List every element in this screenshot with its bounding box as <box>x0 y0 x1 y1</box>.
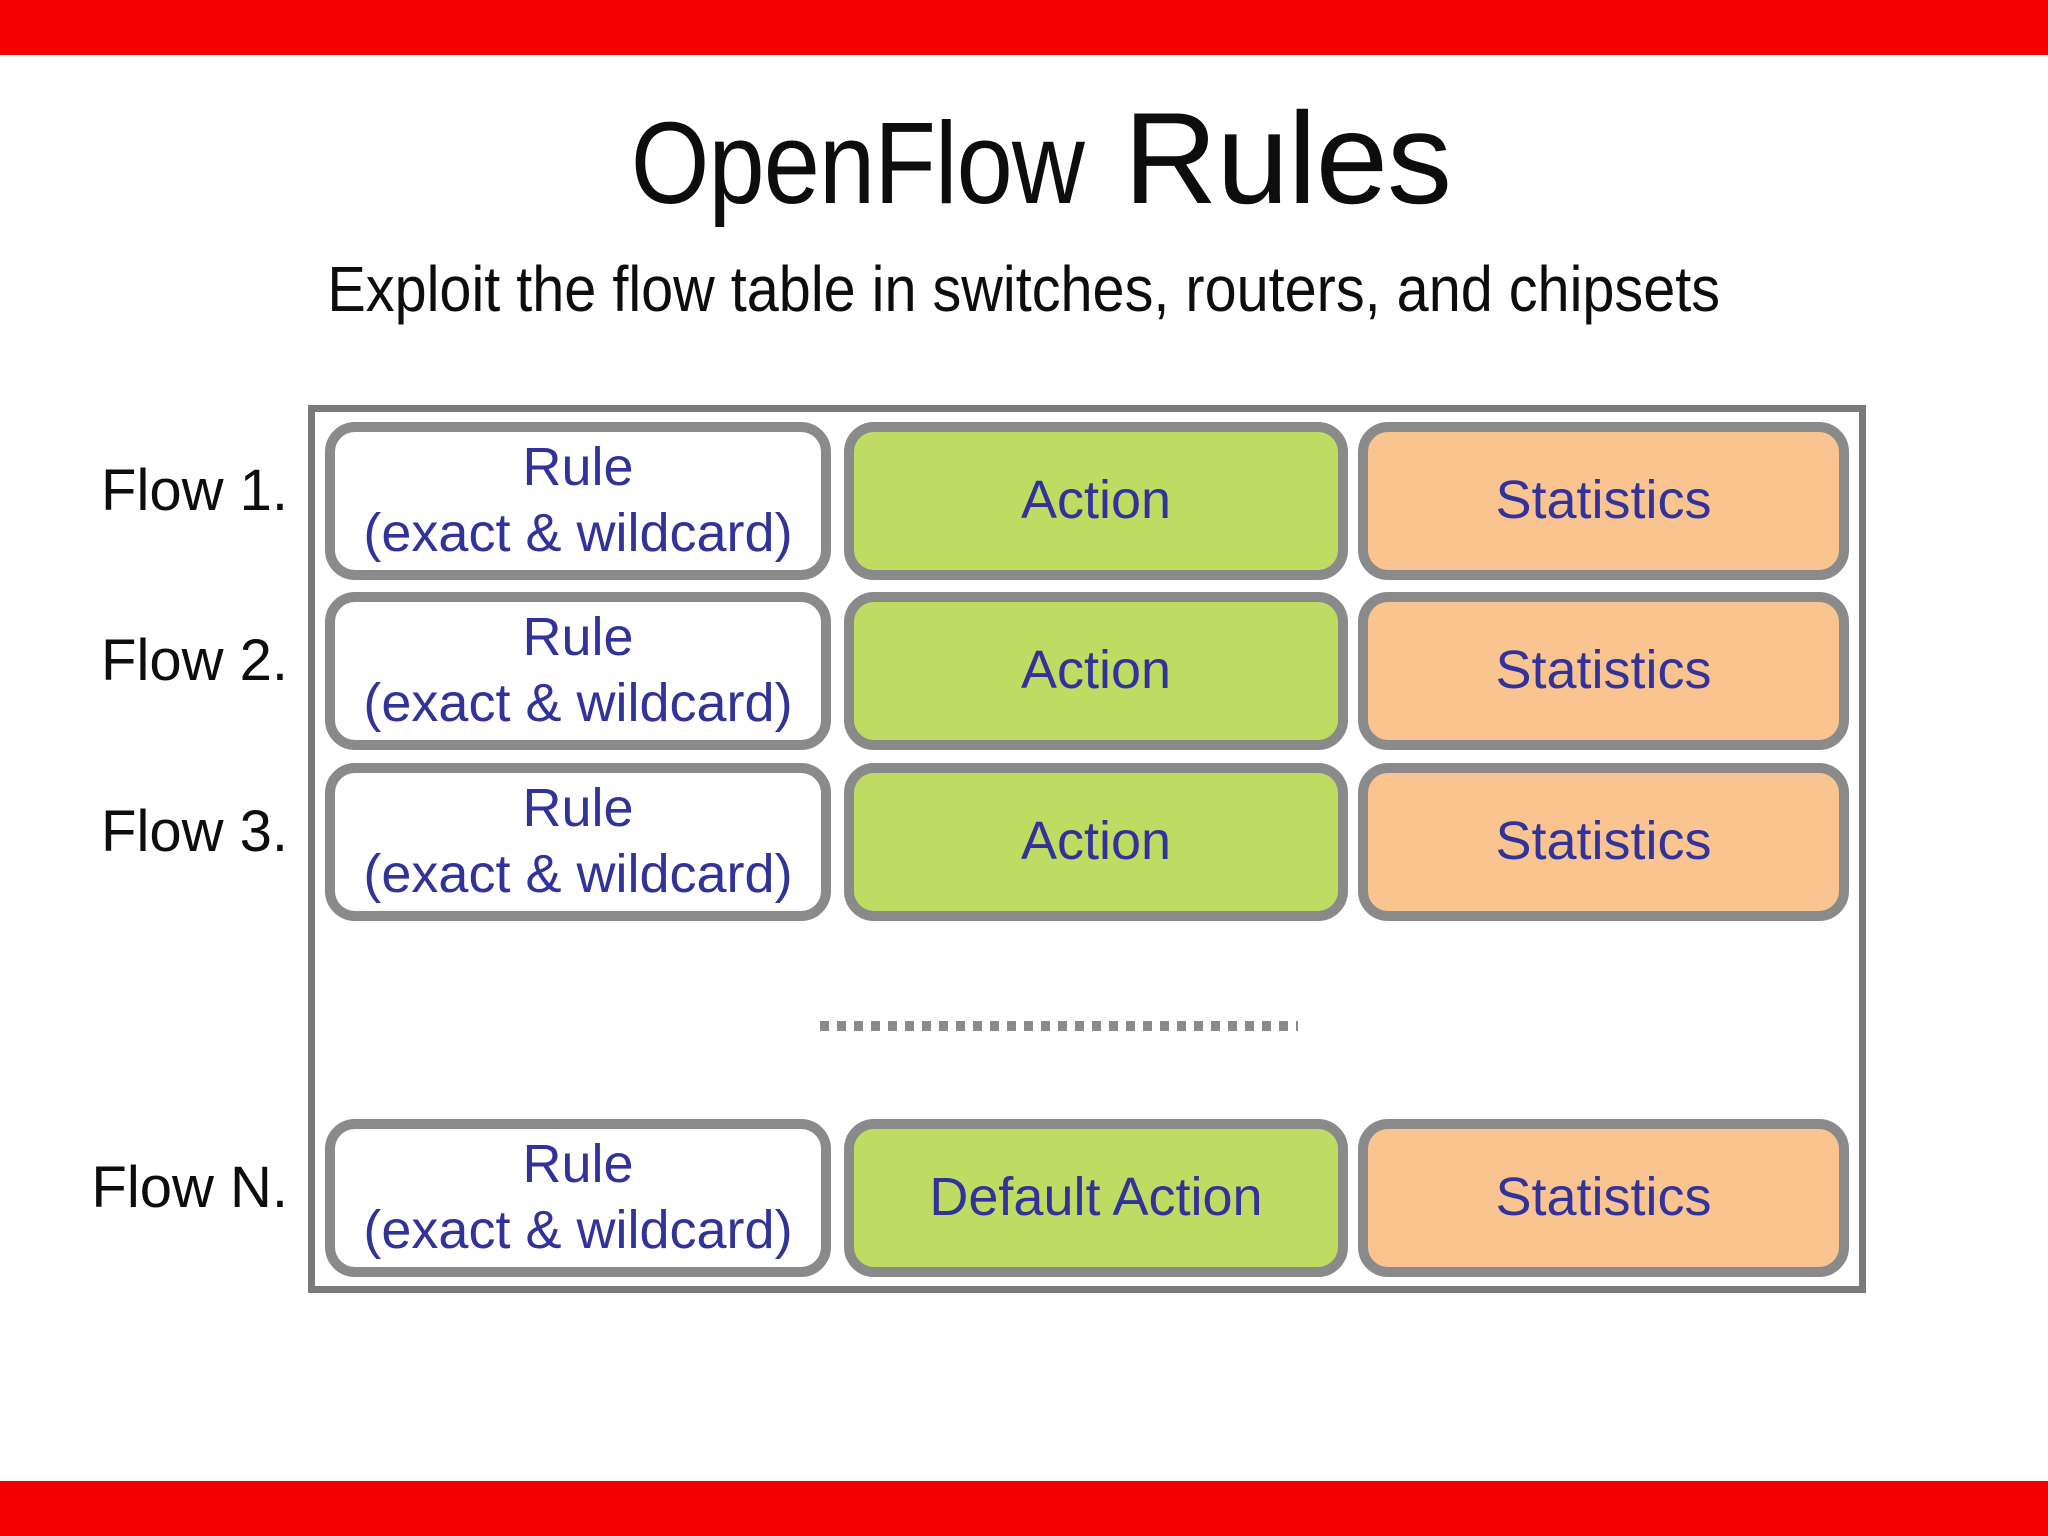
title-word-rules: Rules <box>1123 85 1452 231</box>
red-bar-top <box>0 0 2048 55</box>
rule-line2: (exact & wildcard) <box>363 844 793 904</box>
rule-line1: Rule <box>522 1134 634 1195</box>
rule-box: Rule (exact & wildcard) <box>325 422 831 580</box>
flow-table: Rule (exact & wildcard) Action Statistic… <box>308 405 1866 1293</box>
default-action-box: Default Action <box>844 1119 1348 1277</box>
action-label: Action <box>1020 811 1172 872</box>
rule-line2: (exact & wildcard) <box>363 673 793 733</box>
action-label: Action <box>1020 470 1172 531</box>
statistics-box: Statistics <box>1358 1119 1849 1277</box>
statistics-box: Statistics <box>1358 763 1849 921</box>
slide-subtitle: Exploit the flow table in switches, rout… <box>0 252 2048 326</box>
rule-line2: (exact & wildcard) <box>363 503 793 563</box>
statistics-label: Statistics <box>1495 1167 1712 1228</box>
statistics-box: Statistics <box>1358 592 1849 750</box>
slide-subtitle-text: Exploit the flow table in switches, rout… <box>327 253 1721 325</box>
rule-line2: (exact & wildcard) <box>363 1200 793 1260</box>
red-bar-bottom <box>0 1481 2048 1536</box>
action-label: Action <box>1020 640 1172 701</box>
flow-label-2: Flow 2. <box>101 628 288 693</box>
default-action-label: Default Action <box>929 1167 1263 1228</box>
flow-label-n: Flow N. <box>91 1155 288 1220</box>
action-box: Action <box>844 592 1348 750</box>
dotted-separator <box>820 1021 1298 1031</box>
rule-line1: Rule <box>522 437 634 498</box>
rule-box: Rule (exact & wildcard) <box>325 592 831 750</box>
flow-label-3: Flow 3. <box>101 799 288 864</box>
rule-box: Rule (exact & wildcard) <box>325 1119 831 1277</box>
title-word-openflow: OpenFlow <box>630 98 1085 228</box>
rule-box: Rule (exact & wildcard) <box>325 763 831 921</box>
statistics-label: Statistics <box>1495 640 1712 701</box>
rule-line1: Rule <box>522 778 634 839</box>
slide-title: OpenFlow Rules <box>0 83 2048 233</box>
action-box: Action <box>844 422 1348 580</box>
statistics-label: Statistics <box>1495 470 1712 531</box>
statistics-label: Statistics <box>1495 811 1712 872</box>
action-box: Action <box>844 763 1348 921</box>
flow-label-1: Flow 1. <box>101 458 288 523</box>
statistics-box: Statistics <box>1358 422 1849 580</box>
rule-line1: Rule <box>522 607 634 668</box>
